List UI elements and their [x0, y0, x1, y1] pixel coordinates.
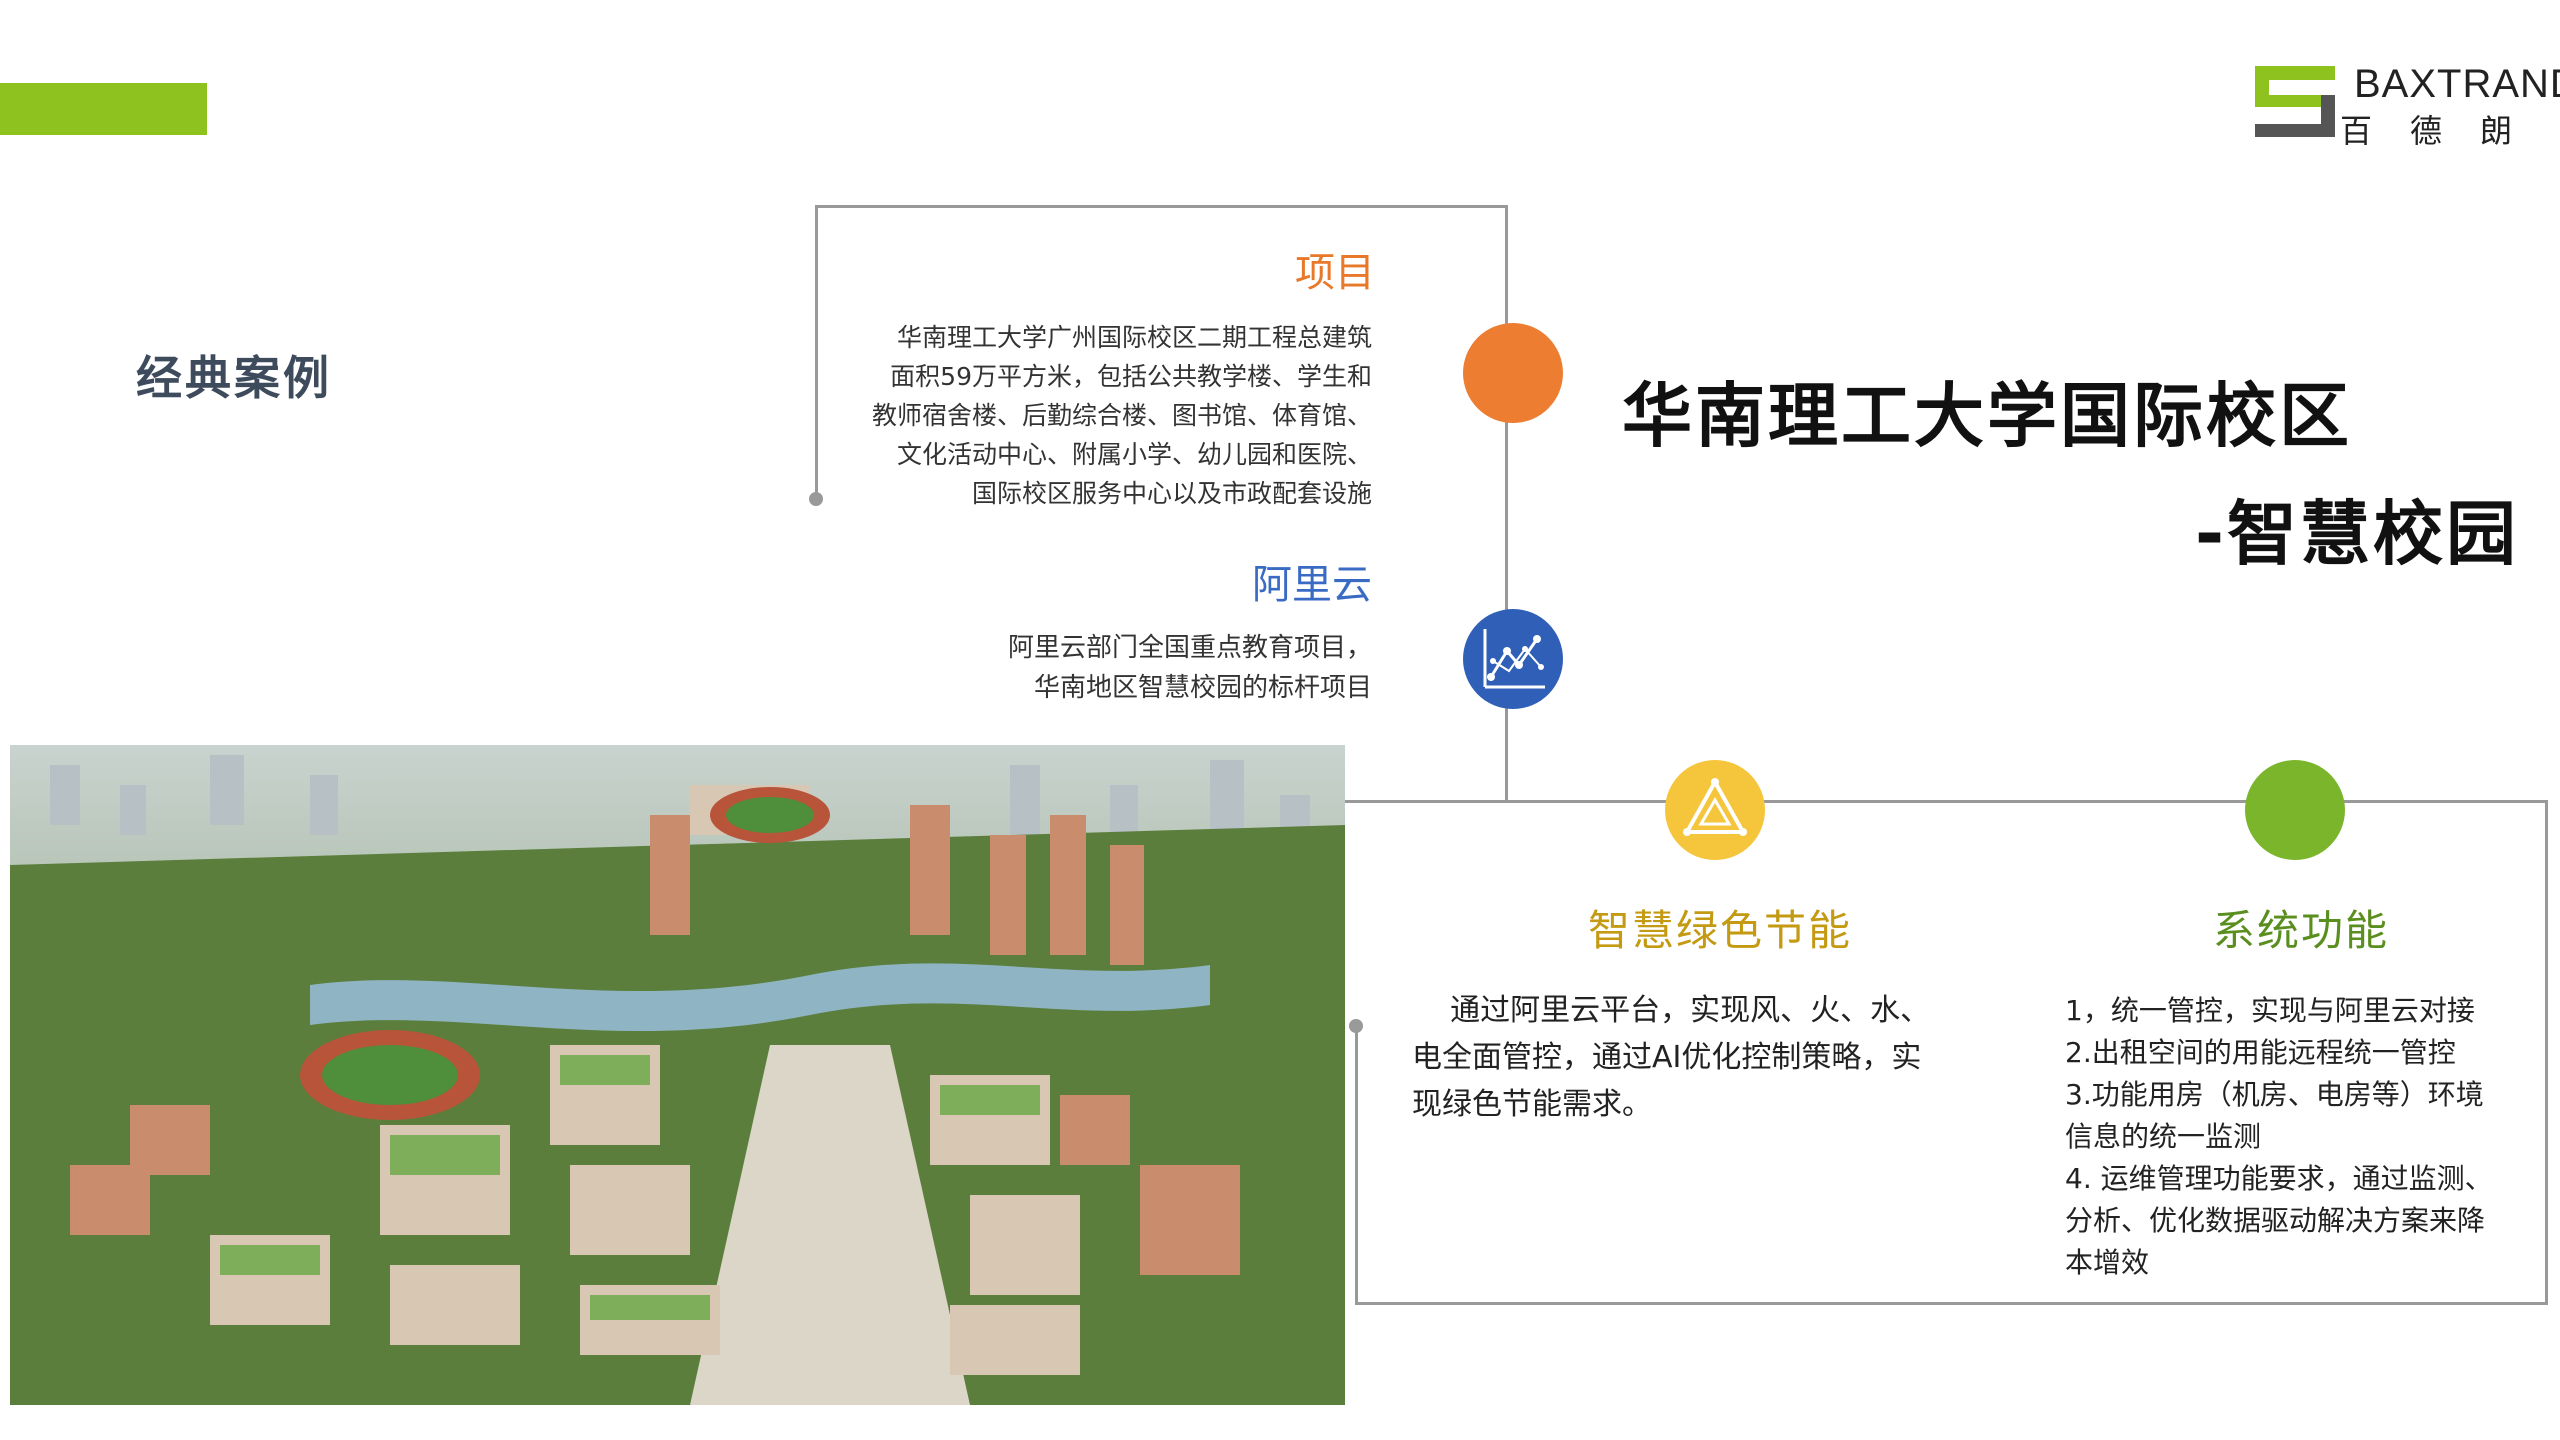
project-line: 面积59万平方米，包括公共教学楼、学生和	[890, 362, 1372, 391]
project-line: 华南理工大学广州国际校区二期工程总建筑	[896, 323, 1372, 352]
system-item: 3.功能用房（机房、电房等）环境	[2065, 1078, 2484, 1111]
project-line: 教师宿舍楼、后勤综合楼、图书馆、体育馆、	[871, 401, 1372, 430]
frame-mid-line	[1345, 800, 2548, 803]
project-heading: 项目	[1295, 250, 1375, 296]
logo-text-en: BAXTRAND	[2354, 62, 2560, 106]
logo-text-cn: 百德朗	[2340, 112, 2551, 150]
energy-line: 电全面管控，通过AI优化控制策略，实	[1412, 1040, 1922, 1075]
system-heading: 系统功能	[2213, 906, 2390, 955]
system-function-list: 1，统一管控，实现与阿里云对接 2.出租空间的用能远程统一管控 3.功能用房（机…	[2065, 990, 2520, 1284]
frame-dot-bottom	[1349, 1019, 1363, 1033]
orange-circle-icon	[1463, 323, 1563, 423]
section-title: 经典案例	[136, 351, 332, 405]
triangle-recycle-icon	[1665, 760, 1765, 860]
system-item: 2.出租空间的用能远程统一管控	[2065, 1036, 2456, 1069]
case-title-line2: -智慧校园	[2195, 493, 2520, 575]
aliyun-line: 阿里云部门全国重点教育项目，	[1007, 633, 1372, 663]
frame-dot-left	[809, 492, 823, 506]
frame-vertical-line	[1505, 205, 1508, 802]
system-item: 1，统一管控，实现与阿里云对接	[2065, 994, 2475, 1027]
aliyun-description: 阿里云部门全国重点教育项目， 华南地区智慧校园的标杆项目	[812, 628, 1372, 708]
aliyun-line: 华南地区智慧校园的标杆项目	[1033, 673, 1372, 703]
system-item: 信息的统一监测	[2065, 1120, 2262, 1153]
energy-line: 现绿色节能需求。	[1412, 1087, 1652, 1122]
campus-aerial-image	[10, 745, 1345, 1405]
energy-description: 通过阿里云平台，实现风、火、水、 电全面管控，通过AI优化控制策略，实 现绿色节…	[1412, 987, 1967, 1128]
system-item: 本增效	[2065, 1246, 2150, 1279]
header-accent-bar	[0, 83, 207, 135]
frame-top-line	[815, 205, 1508, 208]
system-item: 4. 运维管理功能要求，通过监测、	[2065, 1162, 2493, 1195]
green-circle-icon	[2245, 760, 2345, 860]
scatter-chart-icon	[1463, 609, 1563, 709]
energy-heading: 智慧绿色节能	[1588, 906, 1853, 955]
baxtrand-logo-icon	[2255, 66, 2335, 137]
frame-left-stub	[815, 205, 818, 500]
frame-bottom-left-line	[1355, 1025, 1358, 1305]
project-description: 华南理工大学广州国际校区二期工程总建筑 面积59万平方米，包括公共教学楼、学生和…	[812, 318, 1372, 513]
energy-line: 通过阿里云平台，实现风、火、水、	[1412, 993, 1931, 1028]
project-line: 文化活动中心、附属小学、幼儿园和医院、	[896, 440, 1372, 469]
project-line: 国际校区服务中心以及市政配套设施	[971, 479, 1372, 508]
frame-bottom-line	[1355, 1302, 2548, 1305]
aliyun-heading: 阿里云	[1252, 562, 1372, 608]
system-item: 分析、优化数据驱动解决方案来降	[2065, 1204, 2486, 1237]
case-title-line1: 华南理工大学国际校区	[1622, 375, 2352, 457]
frame-right-line	[2545, 800, 2548, 1305]
